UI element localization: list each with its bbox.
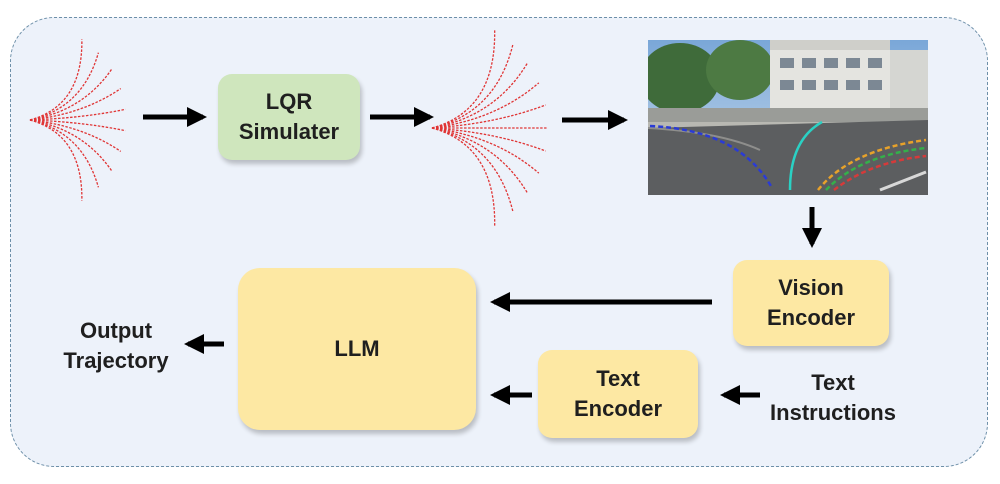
- trajectory-line: [431, 104, 546, 129]
- trajectory-line: [431, 127, 496, 226]
- trajectory-line: [29, 119, 100, 188]
- input-trajectories-icon: [29, 39, 126, 201]
- trajectory-line: [29, 119, 126, 132]
- trajectory-line: [431, 127, 529, 194]
- driving-scene-image: [648, 40, 928, 195]
- vision-encoder-box: Vision Encoder: [733, 260, 889, 346]
- text-instructions-label: Text Instructions: [758, 368, 908, 428]
- trajectory-line: [29, 88, 122, 121]
- lqr-simulator-box: LQR Simulater: [218, 74, 360, 160]
- trajectory-line: [29, 52, 100, 121]
- simulated-trajectories-icon: [431, 30, 548, 226]
- output-trajectory-line2: Trajectory: [63, 348, 169, 373]
- lqr-simulator-label-line2: Simulater: [238, 119, 340, 144]
- llm-box: LLM: [238, 268, 476, 430]
- trajectory-line: [29, 119, 122, 152]
- llm-label: LLM: [334, 336, 380, 361]
- trajectory-line: [29, 39, 83, 121]
- text-encoder-label-line2: Encoder: [573, 396, 663, 421]
- vision-encoder-label-line1: Vision: [778, 275, 844, 300]
- trajectory-line: [431, 62, 529, 129]
- text-encoder-box: Text Encoder: [538, 350, 698, 438]
- text-instructions-line1: Text: [811, 370, 855, 395]
- trajectory-line: [431, 30, 496, 129]
- trajectory-line: [431, 127, 546, 152]
- lqr-simulator-label-line1: LQR: [265, 89, 313, 114]
- trajectory-line: [431, 44, 514, 129]
- output-trajectory-label: Output Trajectory: [50, 316, 182, 376]
- trajectory-line: [29, 119, 113, 172]
- trajectory-line: [29, 108, 126, 121]
- trajectory-line: [431, 127, 514, 212]
- trajectory-line: [29, 119, 83, 201]
- trajectory-line: [431, 127, 540, 174]
- text-instructions-line2: Instructions: [770, 400, 896, 425]
- trajectory-line: [431, 82, 540, 129]
- output-trajectory-line1: Output: [79, 318, 153, 343]
- trajectory-line: [29, 68, 113, 121]
- vision-encoder-label-line2: Encoder: [766, 305, 856, 330]
- text-encoder-label-line1: Text: [596, 366, 640, 391]
